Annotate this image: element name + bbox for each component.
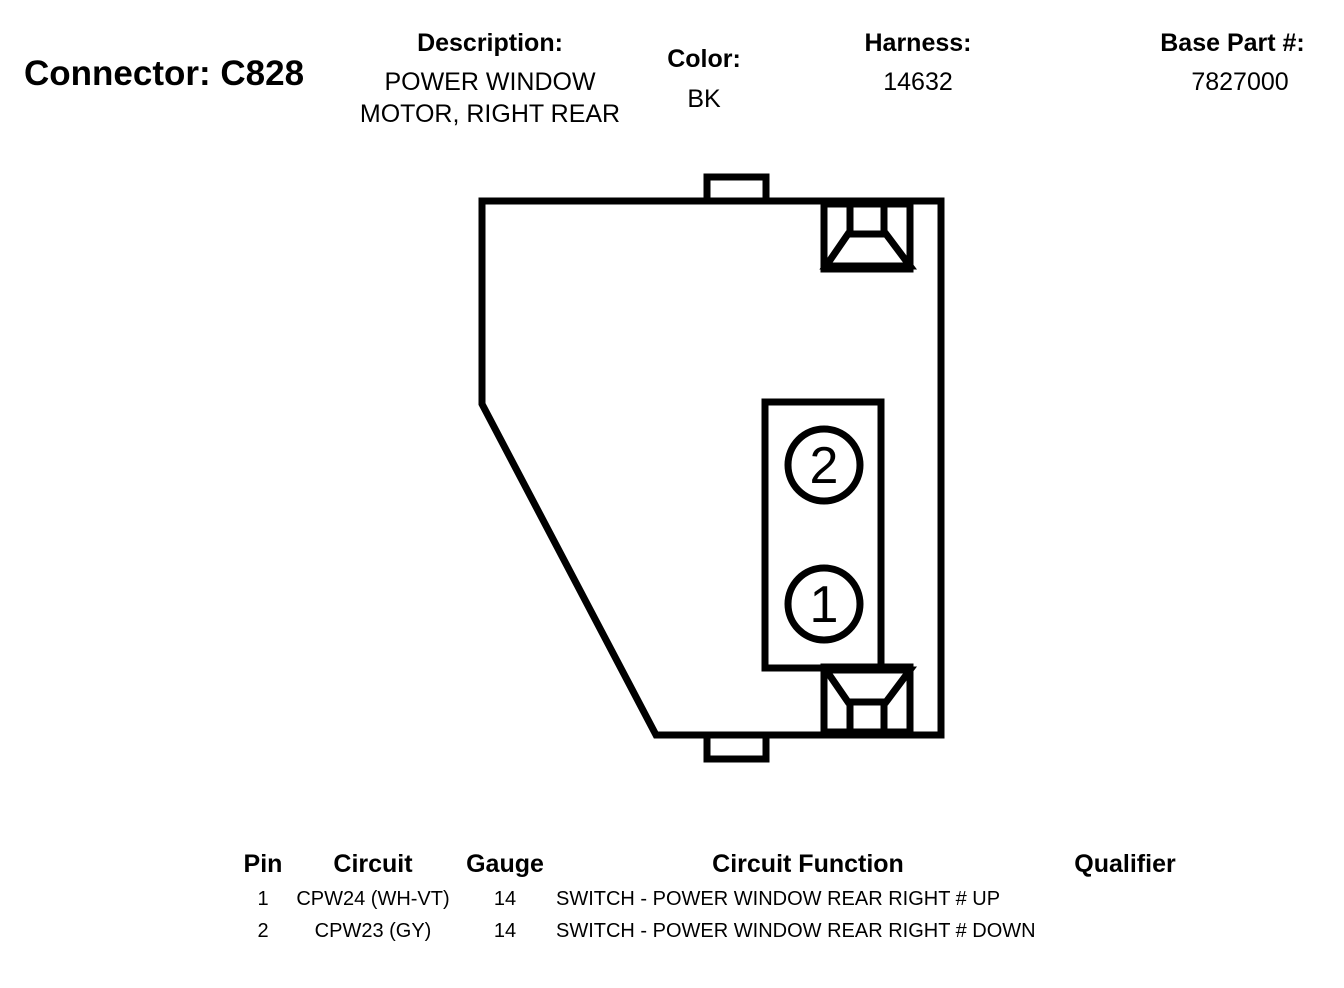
- column-header-circuit-function: Circuit Function: [712, 850, 904, 878]
- gauge-cell: 14: [493, 888, 517, 910]
- color-value: BK: [687, 85, 721, 113]
- connector-title: Connector: C828: [24, 54, 305, 93]
- column-header-circuit: Circuit: [333, 850, 413, 878]
- color-label: Color:: [667, 45, 741, 73]
- pin-2-circle: [784, 425, 864, 505]
- top-lock-feature: [819, 200, 917, 273]
- top-latch-tab: [703, 173, 770, 201]
- function-cell: SWITCH - POWER WINDOW REAR RIGHT # UP: [556, 888, 1001, 910]
- pin-1-circle: [784, 564, 864, 644]
- bottom-lock-feature: [819, 663, 917, 736]
- gauge-cell: 14: [493, 920, 517, 942]
- column-header-pin: Pin: [243, 850, 283, 878]
- circuit-cell: CPW23 (GY): [314, 920, 432, 942]
- column-header-gauge: Gauge: [466, 850, 544, 878]
- pin-2-label: 2: [810, 437, 839, 495]
- description-label: Description:: [417, 29, 563, 57]
- base-part-value: 7827000: [1191, 68, 1289, 96]
- pin-cavity-block: [761, 398, 885, 672]
- description-value: POWER WINDOW MOTOR, RIGHT REAR: [330, 66, 650, 130]
- circuit-cell: CPW24 (WH-VT): [296, 888, 450, 910]
- pin-1-label: 1: [810, 576, 839, 634]
- base-part-label: Base Part #:: [1160, 29, 1305, 57]
- connector-body-outline: [478, 197, 945, 739]
- pin-cell: 1: [257, 888, 269, 910]
- description-line-2: MOTOR, RIGHT REAR: [359, 100, 621, 128]
- column-header-qualifier: Qualifier: [1074, 850, 1176, 878]
- harness-label: Harness:: [864, 29, 972, 57]
- bottom-latch-tab: [703, 735, 770, 763]
- pin-cell: 2: [257, 920, 269, 942]
- harness-value: 14632: [883, 68, 953, 96]
- description-line-1: POWER WINDOW: [384, 68, 596, 96]
- function-cell: SWITCH - POWER WINDOW REAR RIGHT # DOWN: [556, 920, 1036, 942]
